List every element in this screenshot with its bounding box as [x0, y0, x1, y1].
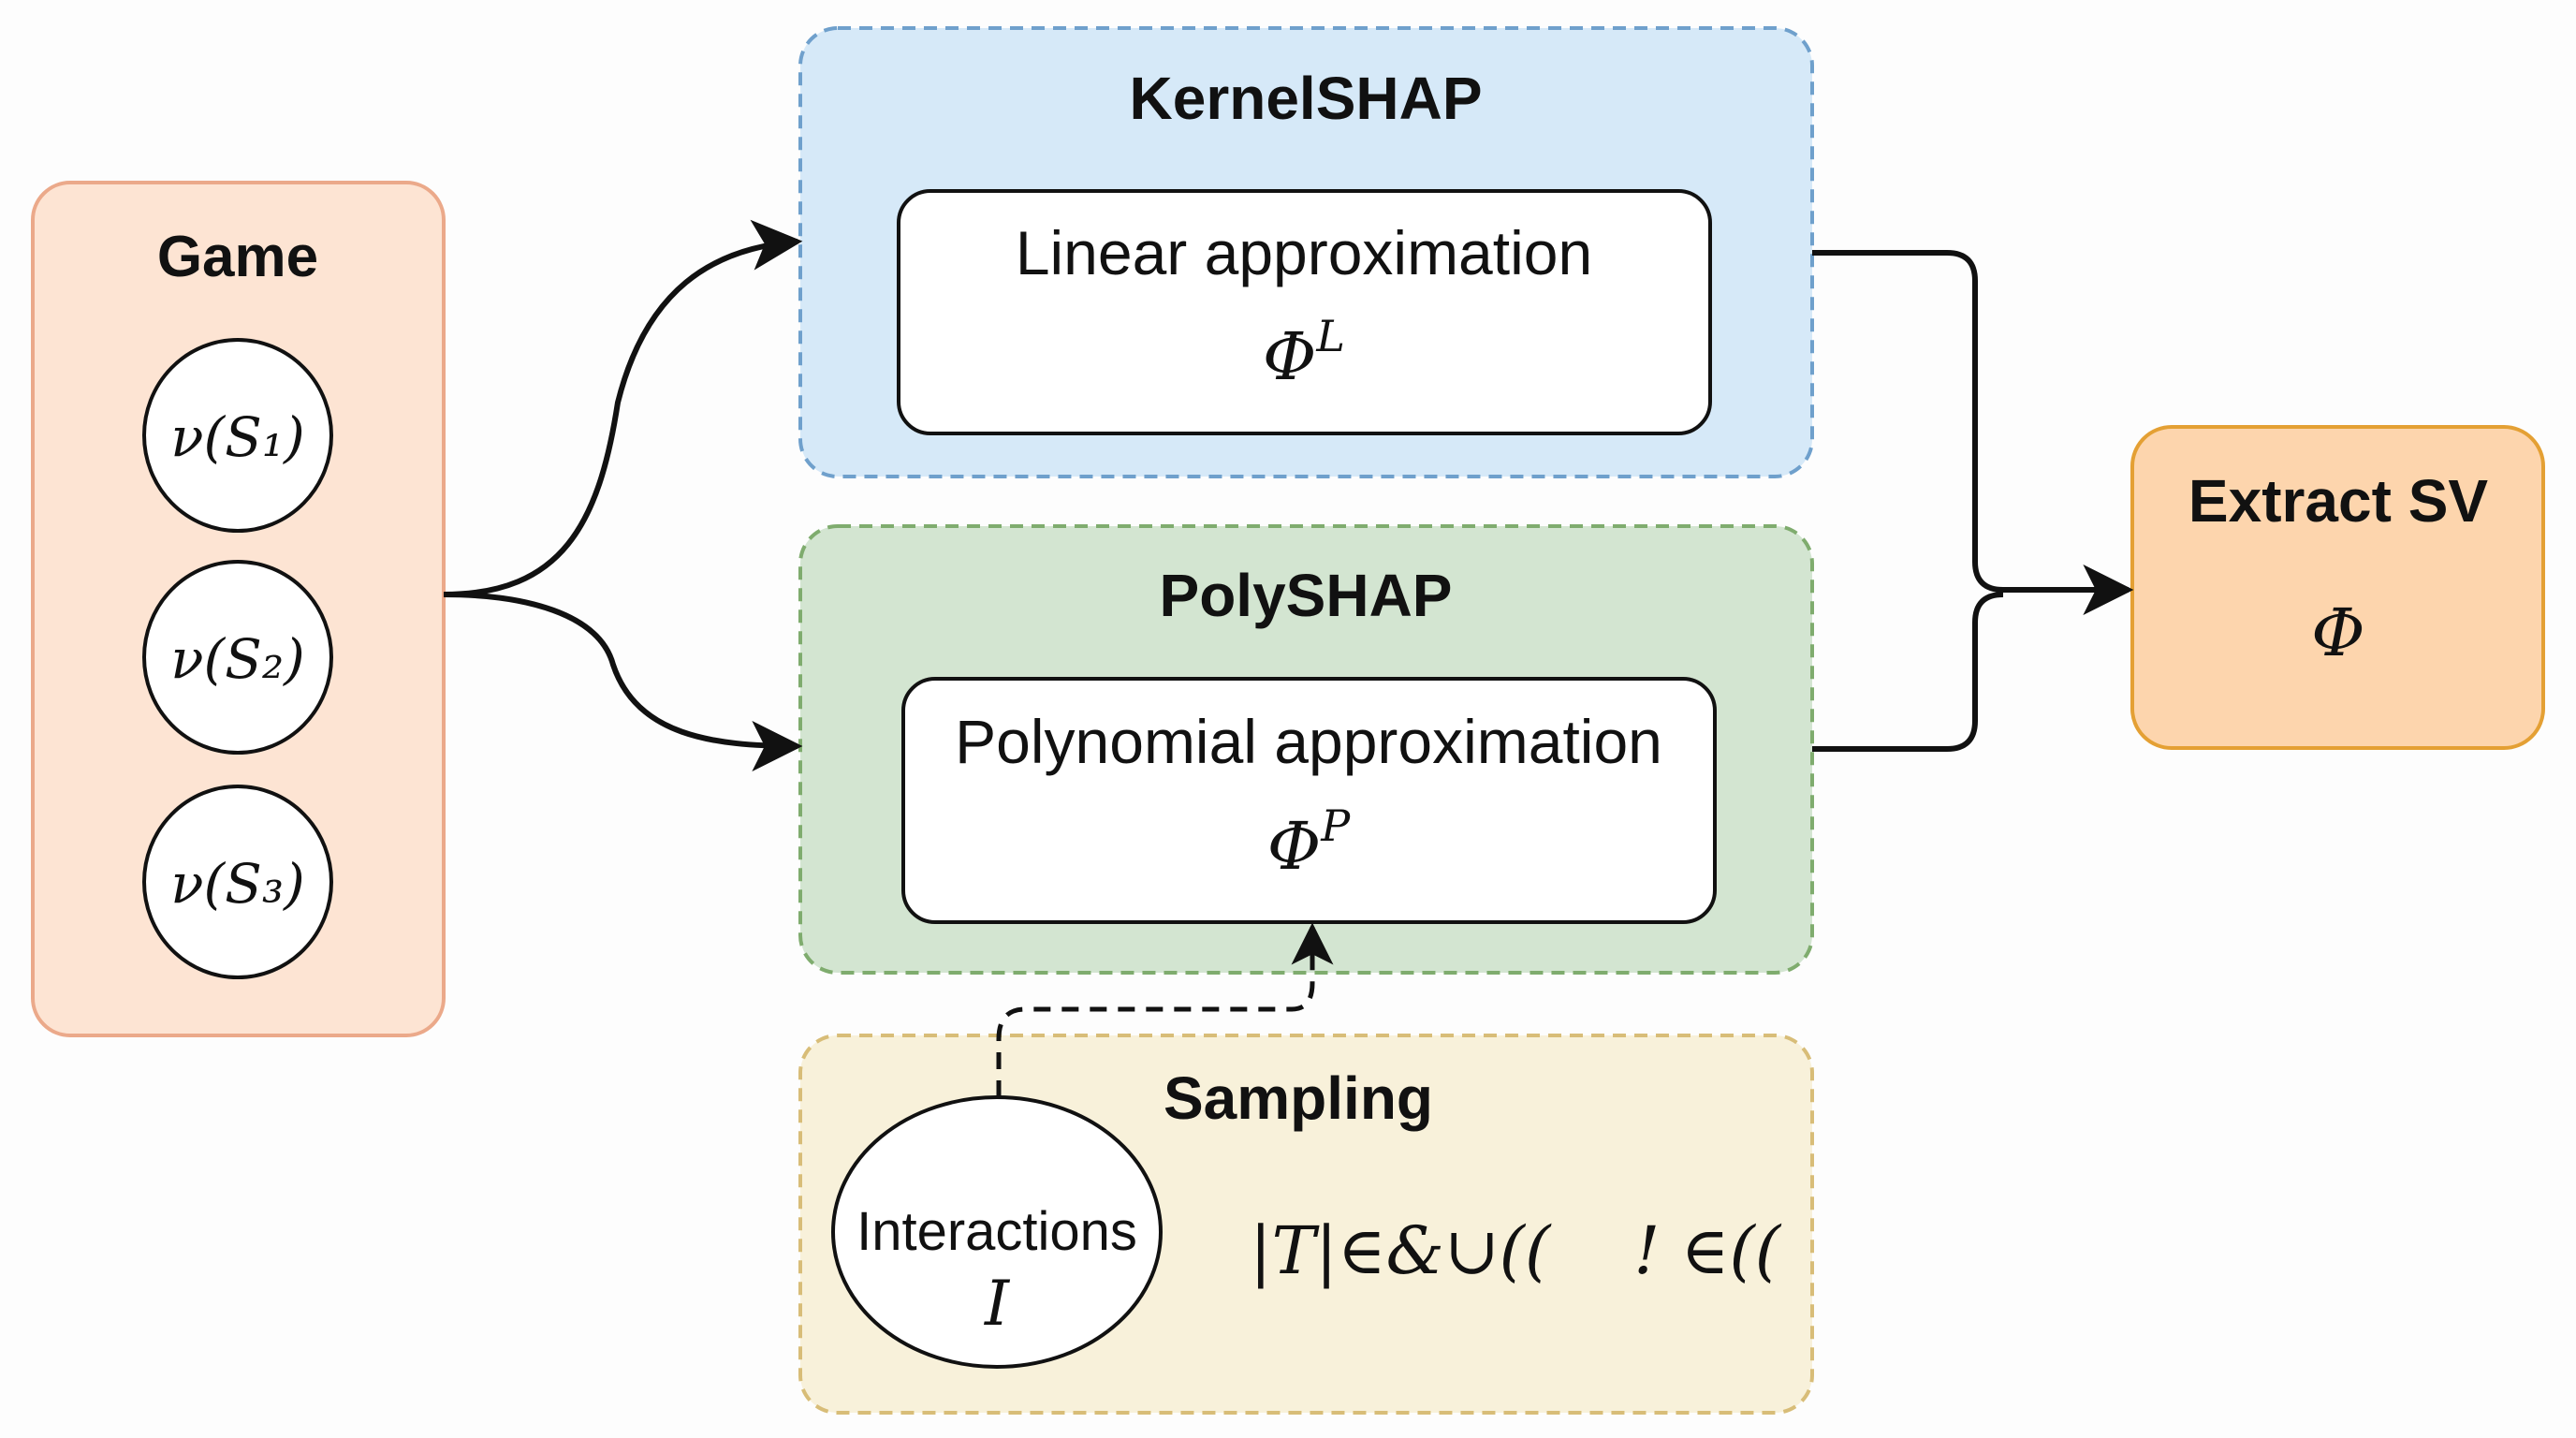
phi-symbol: Φ	[2311, 594, 2364, 671]
linear-approximation-box: Linear approximation ΦL	[897, 189, 1712, 435]
interactions-label: Interactions	[856, 1201, 1137, 1262]
arrow-game-to-polyshap	[443, 592, 803, 771]
sampling-formula: |T|∈&∪(( ! ∈((	[1250, 1212, 1782, 1289]
arrow-game-to-kernelshap	[443, 219, 803, 597]
phi-P-symbol: ΦP	[1267, 800, 1351, 885]
polynomial-approximation-box: Polynomial approximation ΦP	[901, 677, 1717, 924]
interactions-node: Interactions I	[831, 1095, 1163, 1369]
interactions-symbol: I	[984, 1268, 1011, 1340]
kernelshap-box: KernelSHAP Linear approximation ΦL	[798, 26, 1814, 478]
game-node-3-label: ν(S₃)	[170, 852, 305, 916]
game-title: Game	[157, 225, 318, 289]
sampling-title: Sampling	[1164, 1064, 1433, 1132]
game-node-1: ν(S₁)	[142, 338, 333, 533]
sampling-box: Sampling Interactions I |T|∈&∪(( ! ∈((	[798, 1034, 1814, 1415]
polyshap-title: PolySHAP	[1160, 562, 1453, 629]
game-node-1-label: ν(S₁)	[170, 405, 305, 469]
extract-sv-box: Extract SV Φ	[2130, 425, 2545, 750]
polyshap-box: PolySHAP Polynomial approximation ΦP	[798, 524, 1814, 975]
arrow-kernelshap-to-extract	[1812, 250, 2134, 615]
game-node-2: ν(S₂)	[142, 560, 333, 755]
game-node-2-label: ν(S₂)	[170, 627, 305, 691]
linear-approximation-label: Linear approximation	[1016, 218, 1592, 287]
kernelshap-title: KernelSHAP	[1130, 65, 1483, 132]
phi-L-symbol: ΦL	[1263, 311, 1345, 395]
game-box: Game ν(S₁) ν(S₂) ν(S₃)	[31, 181, 446, 1037]
line-polyshap-to-extract	[1812, 592, 2004, 752]
extract-sv-title: Extract SV	[2188, 467, 2488, 535]
polynomial-approximation-label: Polynomial approximation	[955, 707, 1662, 776]
arrow-sampling-to-polyshap	[996, 922, 1334, 1097]
game-node-3: ν(S₃)	[142, 785, 333, 979]
